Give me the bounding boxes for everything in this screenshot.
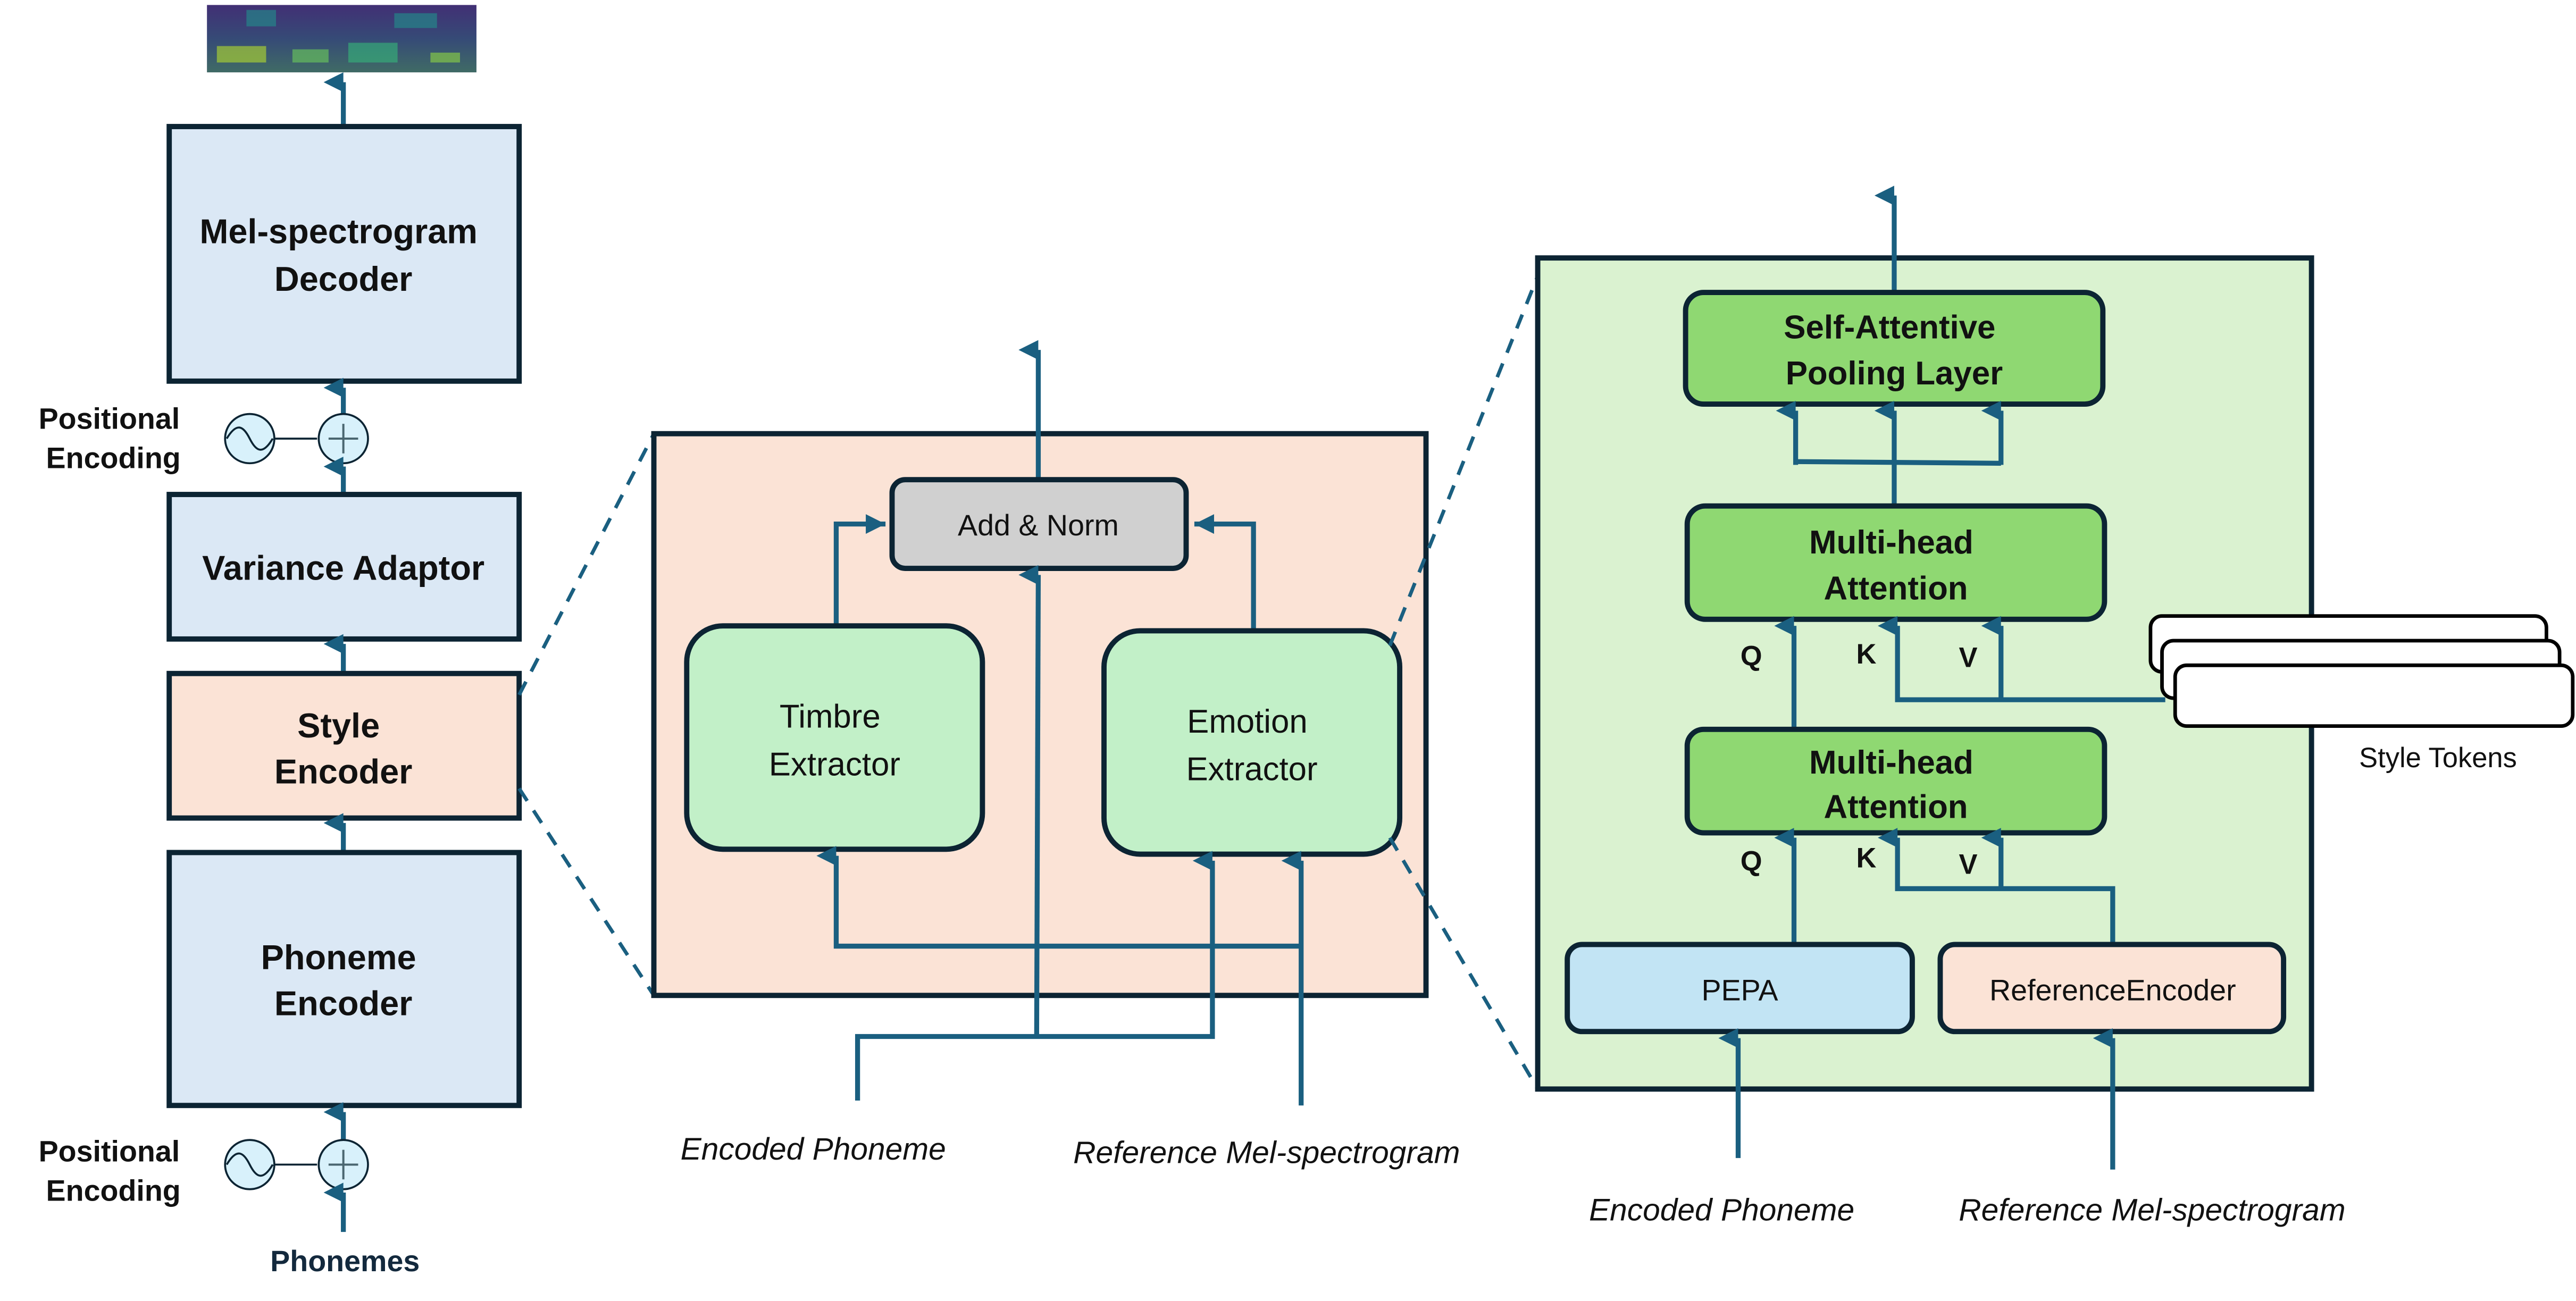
mha-top-line2: Attention	[1824, 570, 1968, 607]
posenc-top-line1: Positional	[39, 402, 180, 435]
svg-text:Style Encoder: Style Encoder	[274, 706, 413, 791]
phonemes-input-label: Phonemes	[270, 1245, 420, 1278]
mha-bottom-line1: Multi-head	[1809, 744, 1973, 781]
emotion-line2: Extractor	[1186, 751, 1317, 788]
k-label-bottom: K	[1856, 842, 1876, 874]
arrow-timbre-to-addnorm	[833, 514, 886, 626]
mha-top-line1: Multi-head	[1809, 524, 1973, 561]
svg-text:Self-Attentive Pooling L: Self-Attentive Pooling Layer	[1784, 309, 2004, 392]
refenc-to-kv-line	[1878, 828, 2115, 945]
svg-text:Positional Encoding: Positional Encoding	[39, 1135, 188, 1207]
style-encoder-line2: Encoder	[274, 752, 413, 791]
middle-input-encoded-phoneme: Encoded Phoneme	[681, 1132, 946, 1166]
add-norm-block	[889, 477, 1189, 571]
svg-text:Multi-head Attention: Multi-head Attention	[1809, 744, 1983, 825]
zoom-connector-lower	[517, 787, 656, 997]
self-attentive-pooling-block	[1683, 290, 2106, 407]
timbre-line2: Extractor	[769, 746, 900, 783]
pepa-label: PEPA	[1701, 974, 1778, 1007]
style-tokens-label: Style Tokens	[2359, 742, 2517, 774]
pooling-line2: Pooling Layer	[1786, 355, 2003, 392]
zoom-connector-upper-right	[1388, 275, 1540, 647]
q-label-bottom: Q	[1741, 845, 1762, 877]
pooling-line1: Self-Attentive	[1784, 309, 1995, 346]
posenc-bottom-line2: Encoding	[46, 1174, 181, 1207]
svg-text:Mel-spectrogram Decoder: Mel-spectrogram Decoder	[199, 212, 487, 298]
timbre-line1: Timbre	[780, 699, 881, 735]
v-label-bottom: V	[1959, 849, 1977, 880]
style-encoder-block	[166, 670, 522, 821]
timbre-extractor-block	[684, 623, 985, 852]
add-icon	[317, 413, 369, 465]
fanout-bar	[1795, 459, 2001, 466]
variance-adaptor-label: Variance Adaptor	[202, 549, 484, 587]
style-token-bus	[1878, 616, 2165, 702]
add-norm-label: Add & Norm	[958, 509, 1119, 542]
refmel-to-timbre-line	[816, 846, 1301, 949]
phoneme-encoder-block	[166, 850, 522, 1109]
style-token-card	[2173, 663, 2575, 728]
svg-text:Multi-head Attention: Multi-head Attention	[1809, 524, 1983, 607]
middle-input-reference-mel: Reference Mel-spectrogram	[1073, 1135, 1460, 1170]
right-input-reference-mel: Reference Mel-spectrogram	[1959, 1193, 2345, 1227]
mha-bottom-line2: Attention	[1824, 789, 1968, 826]
style-tokens: Style Tokens	[2148, 614, 2575, 774]
variance-adaptor-block	[166, 492, 522, 642]
svg-text:Emotion Extractor: Emotion Extractor	[1186, 703, 1317, 788]
style-encoder-detail-panel: Add & Norm Timbre Extractor Emotion Extr…	[651, 340, 1460, 1170]
k-label-top: K	[1856, 639, 1876, 670]
svg-text:Positional Encoding: Positional Encoding	[39, 402, 188, 474]
v-label-top: V	[1959, 642, 1977, 673]
phoneme-encoder-line1: Phoneme	[261, 938, 416, 977]
pepa-block	[1565, 942, 1915, 1035]
reference-encoder-label: ReferenceEncoder	[1989, 974, 2236, 1007]
mel-spectrogram-image	[207, 5, 476, 73]
add-icon	[317, 1139, 369, 1190]
arrow-emotion-to-addnorm	[1194, 514, 1256, 631]
zoom-connector-upper	[517, 433, 656, 696]
posenc-bottom-line1: Positional	[39, 1135, 180, 1168]
phoneme-encoder-line2: Encoder	[274, 984, 413, 1022]
sine-wave-icon	[224, 413, 275, 465]
arrow-residual-to-addnorm	[1018, 565, 1041, 1037]
emotion-extractor-block	[1101, 628, 1403, 857]
svg-text:Phoneme Encoder: Phoneme Encoder	[261, 938, 426, 1023]
right-input-encoded-phoneme: Encoded Phoneme	[1589, 1193, 1854, 1227]
mel-spectrogram-decoder-block	[166, 124, 522, 384]
svg-text:Timbre Extractor: Timbre Extractor	[769, 699, 900, 783]
emotion-line1: Emotion	[1187, 703, 1308, 740]
left-column: Mel-spectrogram Decoder Positional Encod…	[39, 5, 522, 1278]
sine-wave-icon	[224, 1139, 275, 1190]
style-encoder-line1: Style	[297, 706, 380, 745]
decoder-label-line2: Decoder	[274, 259, 413, 298]
decoder-label-line1: Mel-spectrogram	[199, 212, 478, 250]
posenc-top-line2: Encoding	[46, 442, 181, 475]
zoom-connector-lower-right	[1388, 836, 1540, 1090]
q-label-top: Q	[1741, 640, 1762, 672]
